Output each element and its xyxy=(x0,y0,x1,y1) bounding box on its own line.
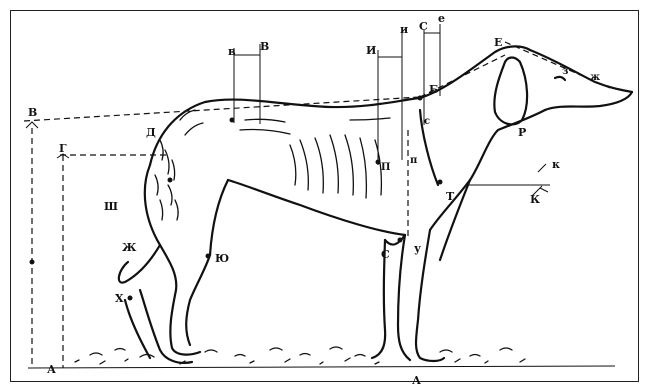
rib-hatching xyxy=(155,110,390,220)
label-s-brisket: С xyxy=(381,248,390,261)
label-t-forearm: Т xyxy=(446,190,455,203)
chest-measure-i xyxy=(378,30,402,165)
label-i-top-left: И xyxy=(366,44,376,57)
label-zh-head: ж xyxy=(590,72,600,83)
label-e-head: Е xyxy=(494,36,502,49)
label-sh: Ш xyxy=(104,200,118,213)
label-s-shoulder: с xyxy=(424,116,430,127)
label-v-top-right: В xyxy=(260,40,269,53)
midpoint-dot xyxy=(30,260,35,265)
label-kh: Х xyxy=(115,292,124,305)
label-k-upper: к xyxy=(552,158,560,171)
label-r-ear: Р xyxy=(518,126,526,139)
label-d-top: Д xyxy=(146,126,156,139)
chest-width-k xyxy=(468,164,550,196)
label-v-left: В xyxy=(28,106,37,119)
label-z-head: з xyxy=(562,66,568,77)
greyhound-figure xyxy=(119,46,632,362)
label-zh: Ж xyxy=(122,241,137,254)
ground-pebbles xyxy=(75,347,525,364)
label-s-top: С xyxy=(419,20,428,33)
measurement-points xyxy=(128,96,443,301)
ground-line xyxy=(28,366,615,368)
label-b-shoulder: Б xyxy=(429,83,438,96)
label-v-top-left: в xyxy=(228,45,236,58)
back-measure-v xyxy=(234,44,260,124)
label-p-elbow: П xyxy=(381,162,390,173)
label-yu: Ю xyxy=(215,252,229,265)
label-a-bottom-right: А xyxy=(412,374,421,387)
label-g-left: Г xyxy=(59,142,67,155)
label-u-leg: у xyxy=(414,242,421,255)
label-k-lower: К xyxy=(530,193,540,206)
label-e-top: е xyxy=(438,12,445,25)
label-p-chest: п xyxy=(410,155,417,166)
arrow-v-left xyxy=(26,122,38,128)
label-a-bottom-left: А xyxy=(47,363,56,376)
label-i-top-right: и xyxy=(400,23,408,36)
withers-measure-s xyxy=(424,24,440,125)
